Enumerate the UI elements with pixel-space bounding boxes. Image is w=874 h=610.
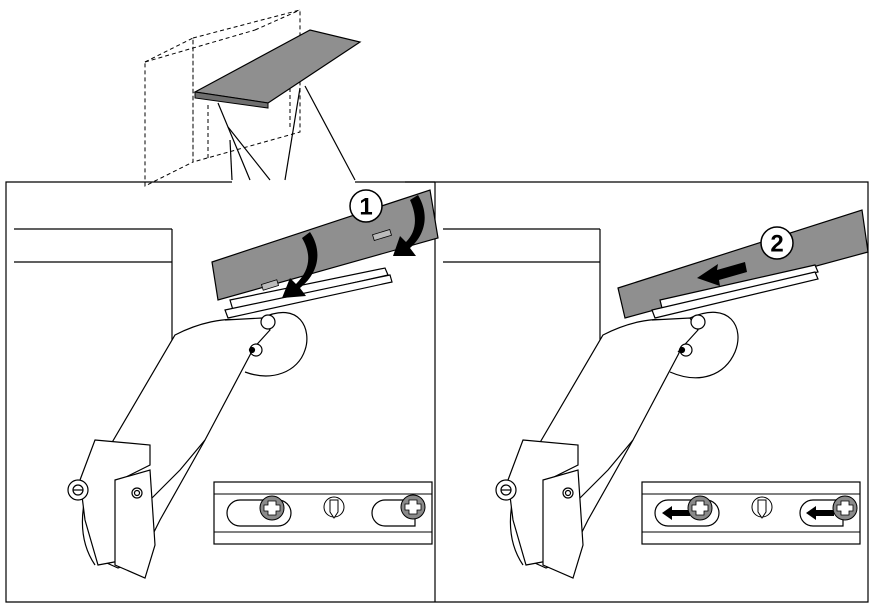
step-number-badge — [349, 189, 383, 223]
step1-panel: 1 — [14, 189, 439, 579]
step-number-1: 1 — [359, 194, 372, 221]
cabinet-icon — [144, 9, 301, 187]
cabinet-overview — [144, 9, 362, 187]
straight-arrow-icon — [697, 262, 747, 286]
cabinet-lid — [193, 29, 362, 104]
screw-slot-detail — [641, 481, 861, 545]
screw-slot-detail — [213, 481, 433, 545]
curved-arrow-icon — [282, 232, 318, 298]
screw-icon — [687, 495, 713, 521]
hinge-housing — [67, 439, 156, 579]
callout-lines — [217, 85, 356, 181]
step-number-2: 2 — [770, 231, 783, 258]
panel-frames — [5, 181, 869, 603]
screw-icon — [259, 495, 285, 521]
step2-panel: 2 — [443, 209, 869, 579]
hinge-housing — [495, 439, 584, 579]
screw-icon — [832, 495, 858, 521]
cabinet-side-wall — [14, 228, 173, 350]
screw-icon — [400, 494, 426, 520]
cabinet-side-wall — [443, 228, 601, 340]
curved-arrow-icon — [393, 195, 425, 256]
slot-arrow-icon — [806, 506, 834, 520]
slot-arrow-icon — [662, 506, 690, 520]
step-number-badge — [760, 226, 794, 260]
